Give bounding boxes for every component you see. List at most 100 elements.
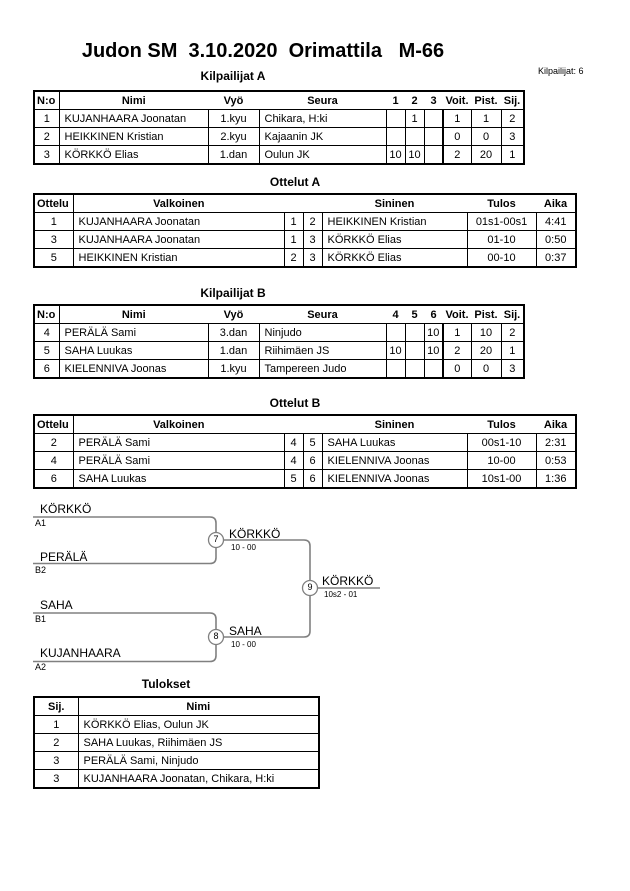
table-row: 2 SAHA Luukas, Riihimäen JS <box>33 733 320 752</box>
cell-white: SAHA Luukas <box>72 469 285 489</box>
table-row: 4 PERÄLÄ Sami 3.dan Ninjudo 10 1 10 2 <box>33 323 525 342</box>
cell-no: 1 <box>33 109 60 128</box>
table-row: 3 PERÄLÄ Sami, Ninjudo <box>33 751 320 770</box>
cell-result: 00s1-10 <box>466 433 537 452</box>
cell-bno: 2 <box>302 212 323 231</box>
table-row: 3 KÖRKKÖ Elias 1.dan Oulun JK 10 10 2 20… <box>33 145 525 165</box>
cell-result: 10-00 <box>466 451 537 470</box>
cell-m2: 10 <box>404 145 425 165</box>
cell-m6: 10 <box>423 341 444 360</box>
col-header-bno <box>303 193 322 213</box>
table-row: 6 SAHA Luukas 5 6 KIELENNIVA Joonas 10s1… <box>33 469 577 489</box>
col-header-points: Pist. <box>471 90 501 110</box>
cell-match: 4 <box>33 451 74 470</box>
col-header-result: Tulos <box>467 414 536 434</box>
cell-points: 0 <box>470 127 502 146</box>
cell-points: 20 <box>470 145 502 165</box>
cell-m4 <box>385 323 406 342</box>
col-header-bno <box>303 414 322 434</box>
col-header-m3: 3 <box>424 90 443 110</box>
cell-no: 2 <box>33 127 60 146</box>
section-title-pool-b: Kilpailijat B <box>200 286 266 300</box>
cell-m4 <box>385 359 406 379</box>
cell-white: PERÄLÄ Sami <box>72 451 285 470</box>
cell-m6 <box>423 359 444 379</box>
col-header-no: N:o <box>34 304 60 324</box>
col-header-place: Sij. <box>34 696 79 716</box>
competitors-count: Kilpailijat: 6 <box>538 66 584 76</box>
cell-points: 0 <box>470 359 502 379</box>
cell-white: HEIKKINEN Kristian <box>72 248 285 268</box>
cell-place: 3 <box>500 127 525 146</box>
cell-no: 3 <box>33 145 60 165</box>
cell-bno: 6 <box>302 451 323 470</box>
col-header-result: Tulos <box>467 193 536 213</box>
table-row: 4 PERÄLÄ Sami 4 6 KIELENNIVA Joonas 10-0… <box>33 451 577 470</box>
bracket-diagram <box>33 516 380 663</box>
cell-m5 <box>404 359 425 379</box>
match-number: 9 <box>307 582 313 592</box>
col-header-name: Nimi <box>59 90 208 110</box>
cell-name: SAHA Luukas, Riihimäen JS <box>77 733 320 752</box>
cell-result: 01-10 <box>466 230 537 249</box>
col-header-blue: Sininen <box>322 193 467 213</box>
match-number: 8 <box>213 631 219 641</box>
cell-name: KÖRKKÖ Elias <box>58 145 209 165</box>
cell-white: PERÄLÄ Sami <box>72 433 285 452</box>
cell-m1: 10 <box>385 145 406 165</box>
cell-place: 2 <box>500 109 525 128</box>
cell-m6: 10 <box>423 323 444 342</box>
cell-m1 <box>385 109 406 128</box>
cell-m1 <box>385 127 406 146</box>
col-header-name: Nimi <box>59 304 208 324</box>
cell-blue: KÖRKKÖ Elias <box>321 248 468 268</box>
cell-m3 <box>423 109 444 128</box>
cell-place: 3 <box>33 769 79 789</box>
cell-wno: 1 <box>283 230 304 249</box>
bracket-player-a1: KÖRKKÖ <box>40 502 92 516</box>
table-row: 3 KUJANHAARA Joonatan, Chikara, H:ki <box>33 769 320 789</box>
cell-no: 4 <box>33 323 60 342</box>
table-header-row: Ottelu Valkoinen Sininen Tulos Aika <box>34 193 576 213</box>
pool-b-table: N:o Nimi Vyö Seura 4 5 6 Voit. Pist. Sij… <box>33 304 525 379</box>
table-row: 1 KÖRKKÖ Elias, Oulun JK <box>33 715 320 734</box>
col-header-white: Valkoinen <box>73 414 284 434</box>
cell-place: 3 <box>33 751 79 770</box>
cell-bno: 5 <box>302 433 323 452</box>
cell-club: Chikara, H:ki <box>258 109 387 128</box>
cell-wins: 1 <box>442 109 472 128</box>
cell-blue: KIELENNIVA Joonas <box>321 451 468 470</box>
cell-blue: HEIKKINEN Kristian <box>321 212 468 231</box>
cell-m2 <box>404 127 425 146</box>
bracket-seed-b2: B2 <box>35 565 47 575</box>
cell-m3 <box>423 127 444 146</box>
bracket-player-a2: KUJANHAARA <box>40 646 121 660</box>
col-header-belt: Vyö <box>208 90 259 110</box>
cell-name: KUJANHAARA Joonatan <box>58 109 209 128</box>
bracket-winner-final: KÖRKKÖ <box>322 574 374 588</box>
cell-m2: 1 <box>404 109 425 128</box>
cell-place: 3 <box>500 359 525 379</box>
col-header-time: Aika <box>536 414 576 434</box>
col-header-wno <box>284 193 303 213</box>
cell-name: PERÄLÄ Sami, Ninjudo <box>77 751 320 770</box>
match-circle-9 <box>301 579 319 597</box>
cell-wins: 1 <box>442 323 472 342</box>
table-row: 6 KIELENNIVA Joonas 1.kyu Tampereen Judo… <box>33 359 525 379</box>
bracket-score-semi1: 10 - 00 <box>231 543 256 552</box>
cell-place: 2 <box>500 323 525 342</box>
cell-match: 1 <box>33 212 74 231</box>
col-header-wins: Voit. <box>443 304 471 324</box>
cell-points: 10 <box>470 323 502 342</box>
col-header-club: Seura <box>259 90 386 110</box>
bracket-player-b2: PERÄLÄ <box>40 550 88 564</box>
col-header-match: Ottelu <box>34 414 74 434</box>
cell-m3 <box>423 145 444 165</box>
section-title-matches-b: Ottelut B <box>269 396 321 410</box>
table-header-row: N:o Nimi Vyö Seura 4 5 6 Voit. Pist. Sij… <box>34 304 524 324</box>
cell-place: 1 <box>33 715 79 734</box>
cell-bno: 6 <box>302 469 323 489</box>
bracket-player-b1: SAHA <box>40 598 73 612</box>
cell-club: Tampereen Judo <box>258 359 387 379</box>
table-row: 1 KUJANHAARA Joonatan 1.kyu Chikara, H:k… <box>33 109 525 128</box>
